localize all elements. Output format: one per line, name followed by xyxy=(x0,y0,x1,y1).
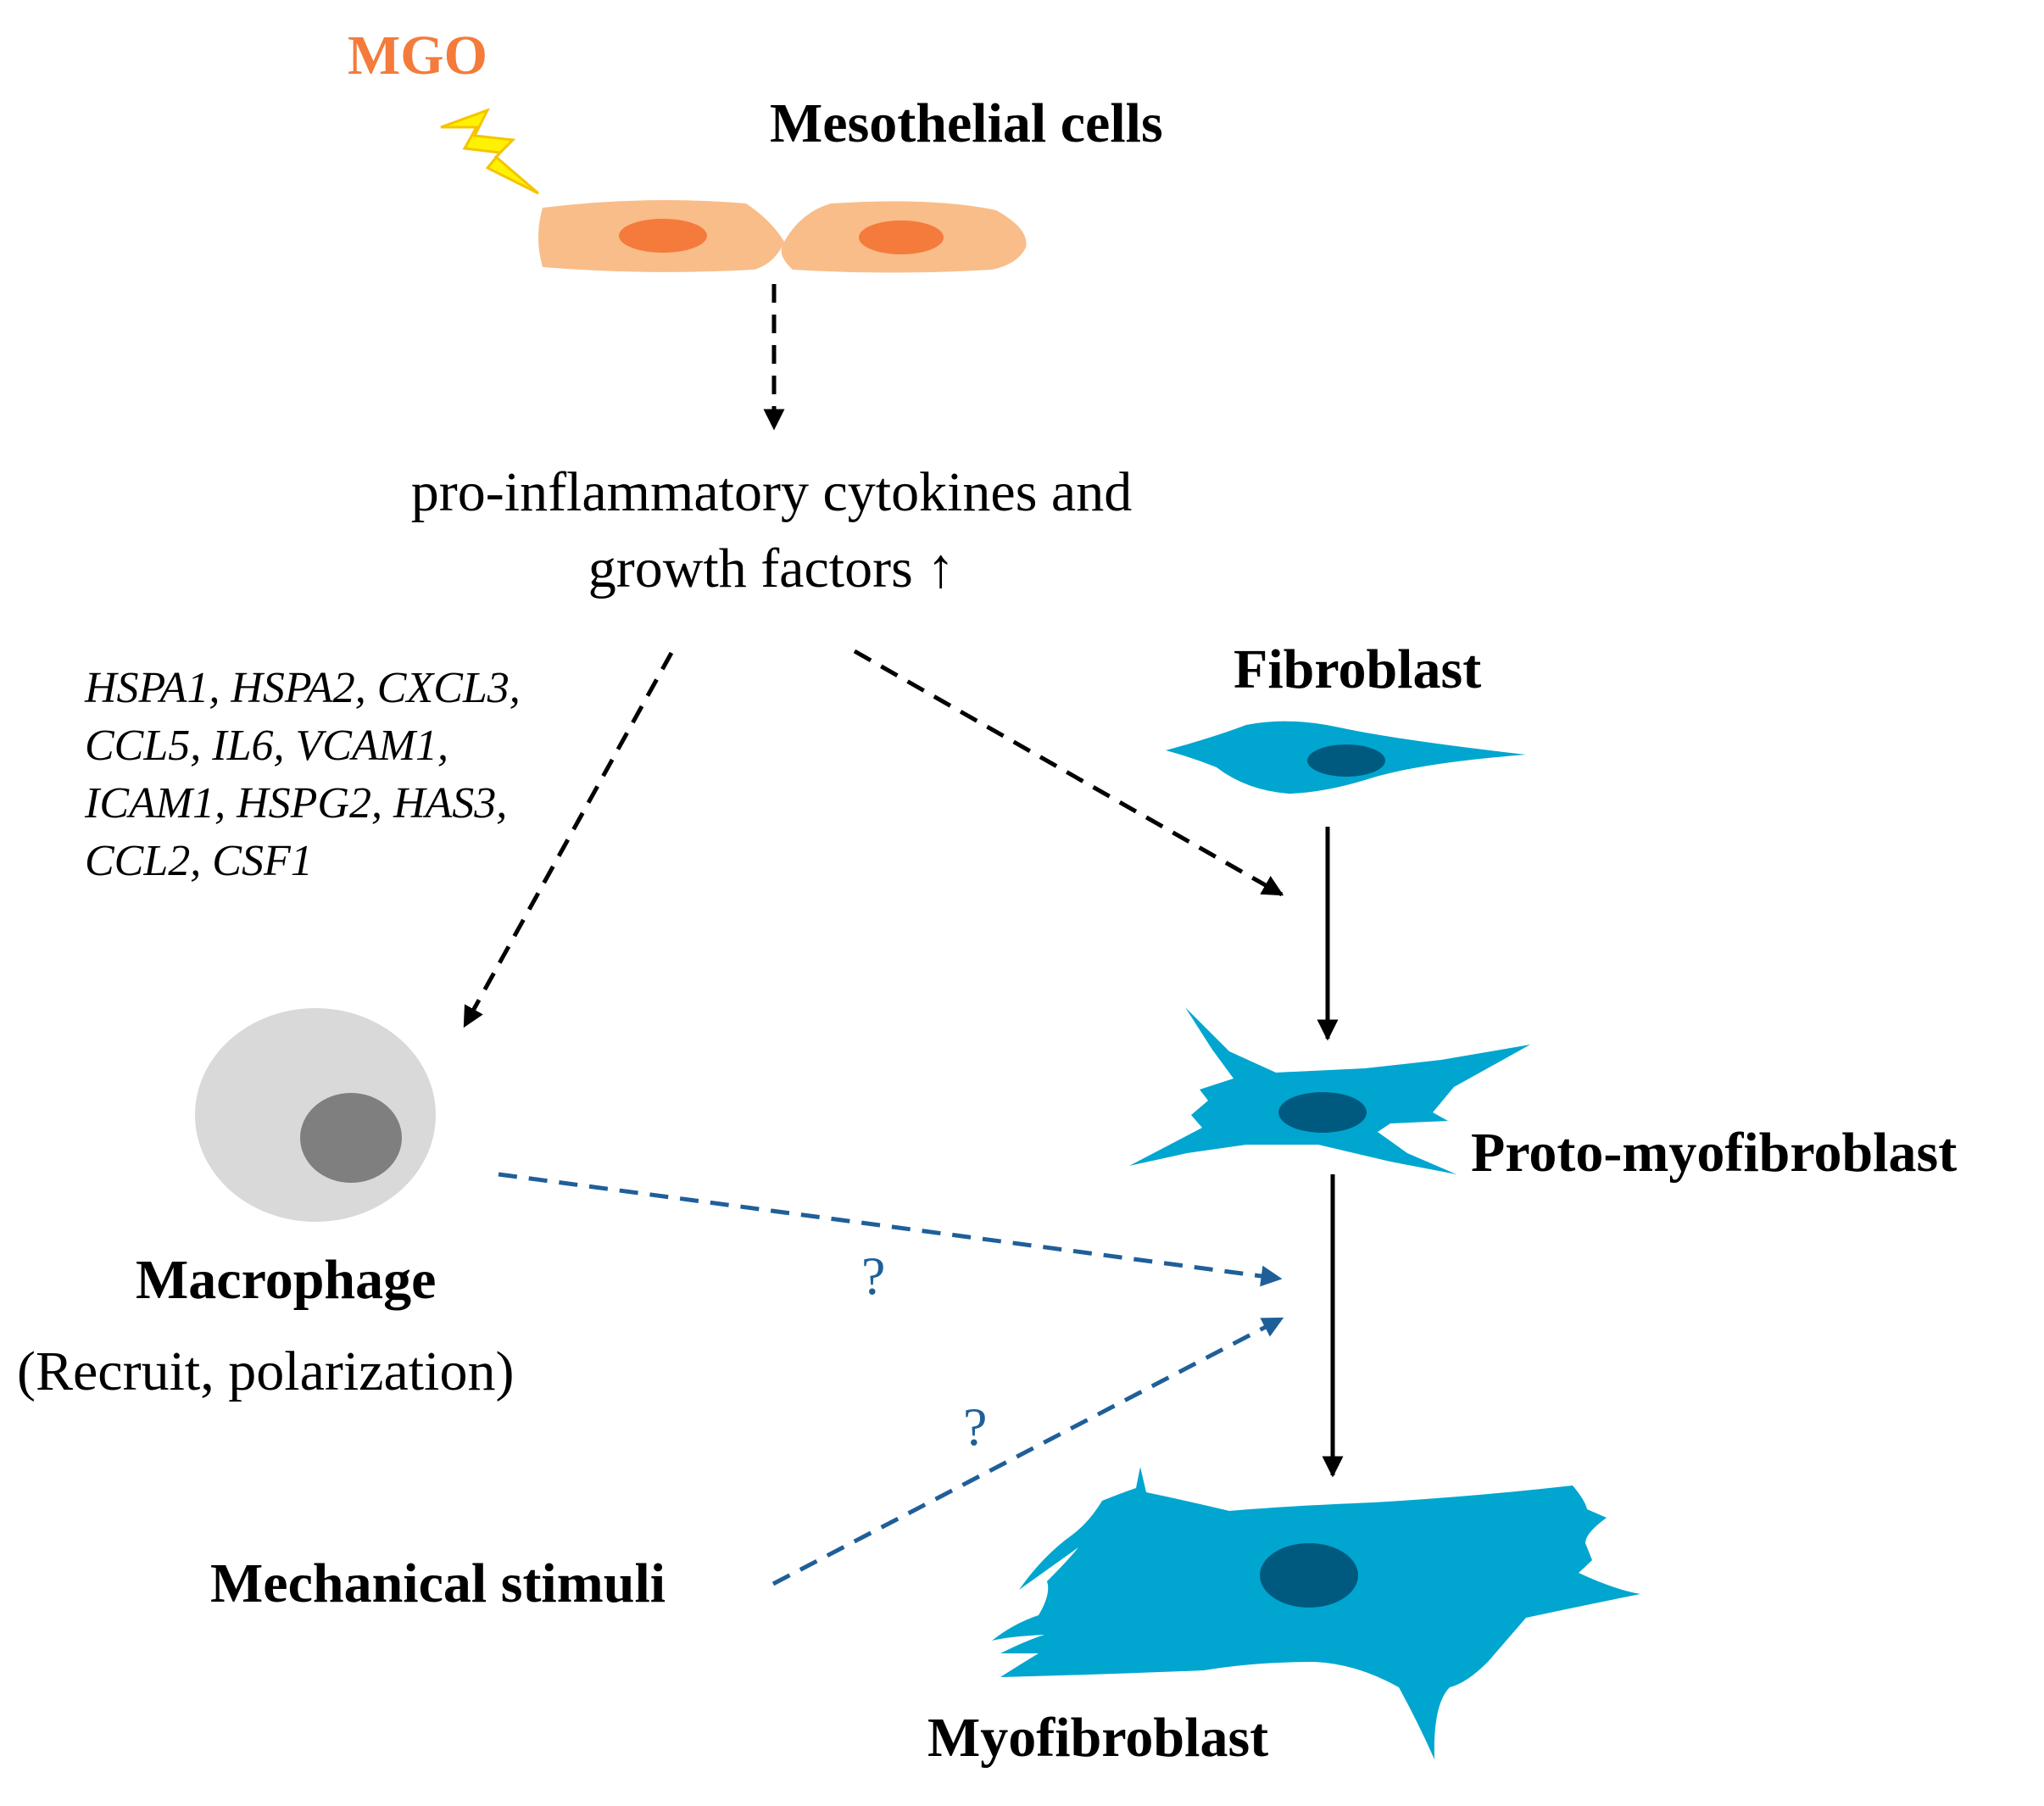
arrow-cytokines-to-macrophage xyxy=(462,651,674,1028)
myofibroblast-cell xyxy=(992,1467,1640,1759)
proto-myofibroblast-illustration xyxy=(1129,1007,1530,1174)
arrow-cytokines-to-fibroblast xyxy=(853,649,1284,897)
question-mark-mechanical: ? xyxy=(963,1396,988,1457)
proto-myofibroblast-cell xyxy=(1129,1007,1530,1174)
gene-list-line: CCL2, CSF1 xyxy=(85,837,313,885)
gene-list-line: CCL5, IL6, VCAM1, xyxy=(85,722,449,770)
cytokines-line-1: pro-inflammatory cytokines and xyxy=(410,461,1133,523)
macrophage-label: Macrophage xyxy=(136,1249,437,1311)
macrophage-nucleus xyxy=(300,1093,402,1183)
proto-myofibroblast-label: Proto-myofibroblast xyxy=(1471,1122,1958,1184)
cytokines-line-2: growth factors ↑ xyxy=(588,538,955,599)
myofibroblast-nucleus xyxy=(1260,1543,1358,1608)
mesothelial-cells-illustration xyxy=(538,200,1027,273)
fibroblast-nucleus xyxy=(1307,744,1385,777)
gene-list-line: HSPA1, HSPA2, CXCL3, xyxy=(85,664,521,712)
arrow-macrophage-to-myofibroblast xyxy=(498,1172,1283,1287)
fibroblast-label: Fibroblast xyxy=(1234,638,1482,700)
mesothelial-nucleus-right xyxy=(859,220,944,254)
fibroblast-illustration xyxy=(1166,721,1526,794)
gene-list-line: ICAM1, HSPG2, HAS3, xyxy=(85,779,508,828)
mechanical-stimuli-label: Mechanical stimuli xyxy=(210,1552,666,1614)
cytokines-label: pro-inflammatory cytokines and growth fa… xyxy=(280,454,1263,607)
macrophage-illustration xyxy=(195,1008,436,1222)
question-mark-macrophage: ? xyxy=(861,1246,886,1306)
lightning-bolt-icon xyxy=(440,108,539,195)
arrow-mechanical-to-myofibroblast xyxy=(771,1316,1284,1586)
mgo-label: MGO xyxy=(348,25,487,86)
myofibroblast-label: Myofibroblast xyxy=(927,1707,1269,1769)
mesothelial-nucleus-left xyxy=(619,219,707,253)
gene-list: HSPA1, HSPA2, CXCL3, CCL5, IL6, VCAM1, I… xyxy=(85,660,521,890)
myofibroblast-illustration xyxy=(992,1467,1640,1759)
proto-myofibroblast-nucleus xyxy=(1278,1092,1367,1133)
mesothelial-cells-label: Mesothelial cells xyxy=(770,92,1163,154)
macrophage-note-label: (Recruit, polarization) xyxy=(17,1341,515,1402)
